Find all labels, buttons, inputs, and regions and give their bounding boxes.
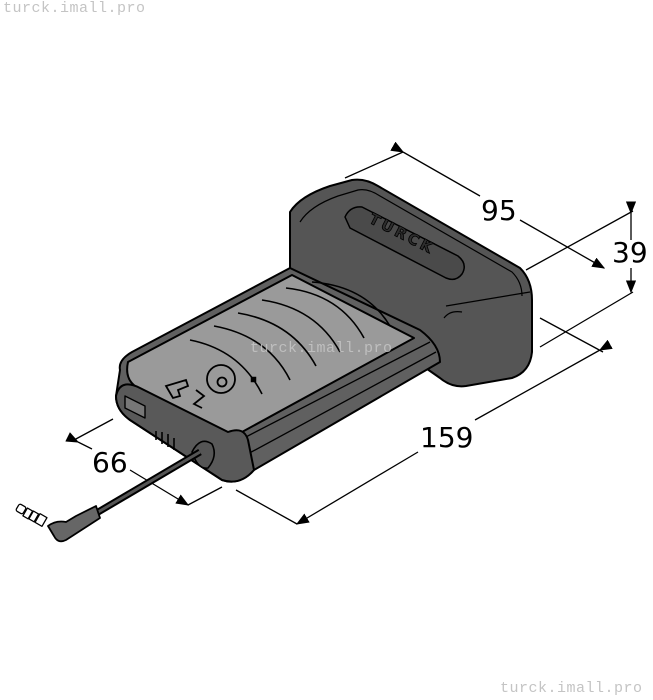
dimension-159-label: 159	[420, 421, 473, 454]
reader-head	[289, 178, 533, 388]
dimension-66	[65, 418, 223, 506]
rfid-symbol-icon	[164, 364, 257, 409]
dimension-95	[344, 141, 634, 271]
watermark-middle: turck.imall.pro	[250, 340, 393, 357]
dimension-39	[539, 201, 637, 348]
dimension-95-label: 95	[481, 194, 517, 227]
dimension-159	[235, 317, 613, 525]
dimension-39-label: 39	[612, 236, 648, 269]
watermark-top: turck.imall.pro	[3, 0, 146, 17]
dimension-66-label: 66	[92, 446, 128, 479]
cable-with-jack	[15, 448, 202, 543]
reader-handle	[115, 267, 441, 483]
watermark-bottom: turck.imall.pro	[500, 680, 643, 697]
